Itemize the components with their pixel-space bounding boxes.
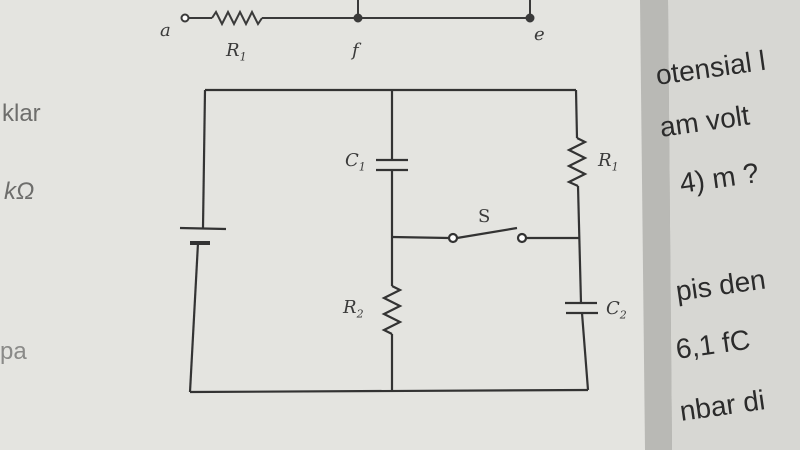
r2-letter: R xyxy=(343,297,357,318)
r1-subscript: 1 xyxy=(611,160,619,174)
right-page xyxy=(668,0,800,450)
main-circuit xyxy=(179,88,598,394)
battery-long-plate xyxy=(179,226,227,231)
r2-resistor-symbol xyxy=(381,285,403,335)
r1-letter: R xyxy=(598,150,612,171)
r1-label: R1 xyxy=(598,150,619,174)
left-fragment-kohm: kΩ xyxy=(4,178,35,205)
wire-left-lower xyxy=(188,242,200,393)
c1-label: C1 xyxy=(345,150,366,174)
wire-bottom xyxy=(189,388,589,394)
node-f-dot xyxy=(353,13,363,23)
r1-resistor-symbol xyxy=(566,137,588,188)
left-fragment-pa: pa xyxy=(0,338,27,365)
top-circuit xyxy=(180,0,535,27)
r2-label: R2 xyxy=(343,297,364,321)
c2-subscript: 2 xyxy=(619,308,627,322)
left-page xyxy=(0,0,665,450)
c1-subscript: 1 xyxy=(358,160,366,174)
node-a-label: a xyxy=(160,20,171,41)
top-resistor-symbol xyxy=(211,9,263,27)
left-fragment-klar: klar xyxy=(2,100,41,127)
top-resistor-label: R1 xyxy=(226,40,247,64)
node-e-dot xyxy=(525,13,535,23)
top-resistor-letter: R xyxy=(226,40,240,61)
switch-blade xyxy=(456,226,518,240)
page-shadow xyxy=(640,0,672,450)
c1-letter: C xyxy=(345,150,359,171)
wire-left-upper xyxy=(201,89,207,229)
c2-letter: C xyxy=(606,298,620,319)
switch-label: S xyxy=(478,206,491,227)
r2-subscript: 2 xyxy=(356,307,364,321)
top-resistor-subscript: 1 xyxy=(239,50,247,64)
switch-left-contact xyxy=(447,232,459,244)
node-a-dot xyxy=(180,13,190,23)
switch-right-contact xyxy=(516,232,528,244)
c2-label: C2 xyxy=(606,298,627,322)
node-e-label: e xyxy=(534,24,545,45)
node-f-label: f xyxy=(352,40,359,61)
